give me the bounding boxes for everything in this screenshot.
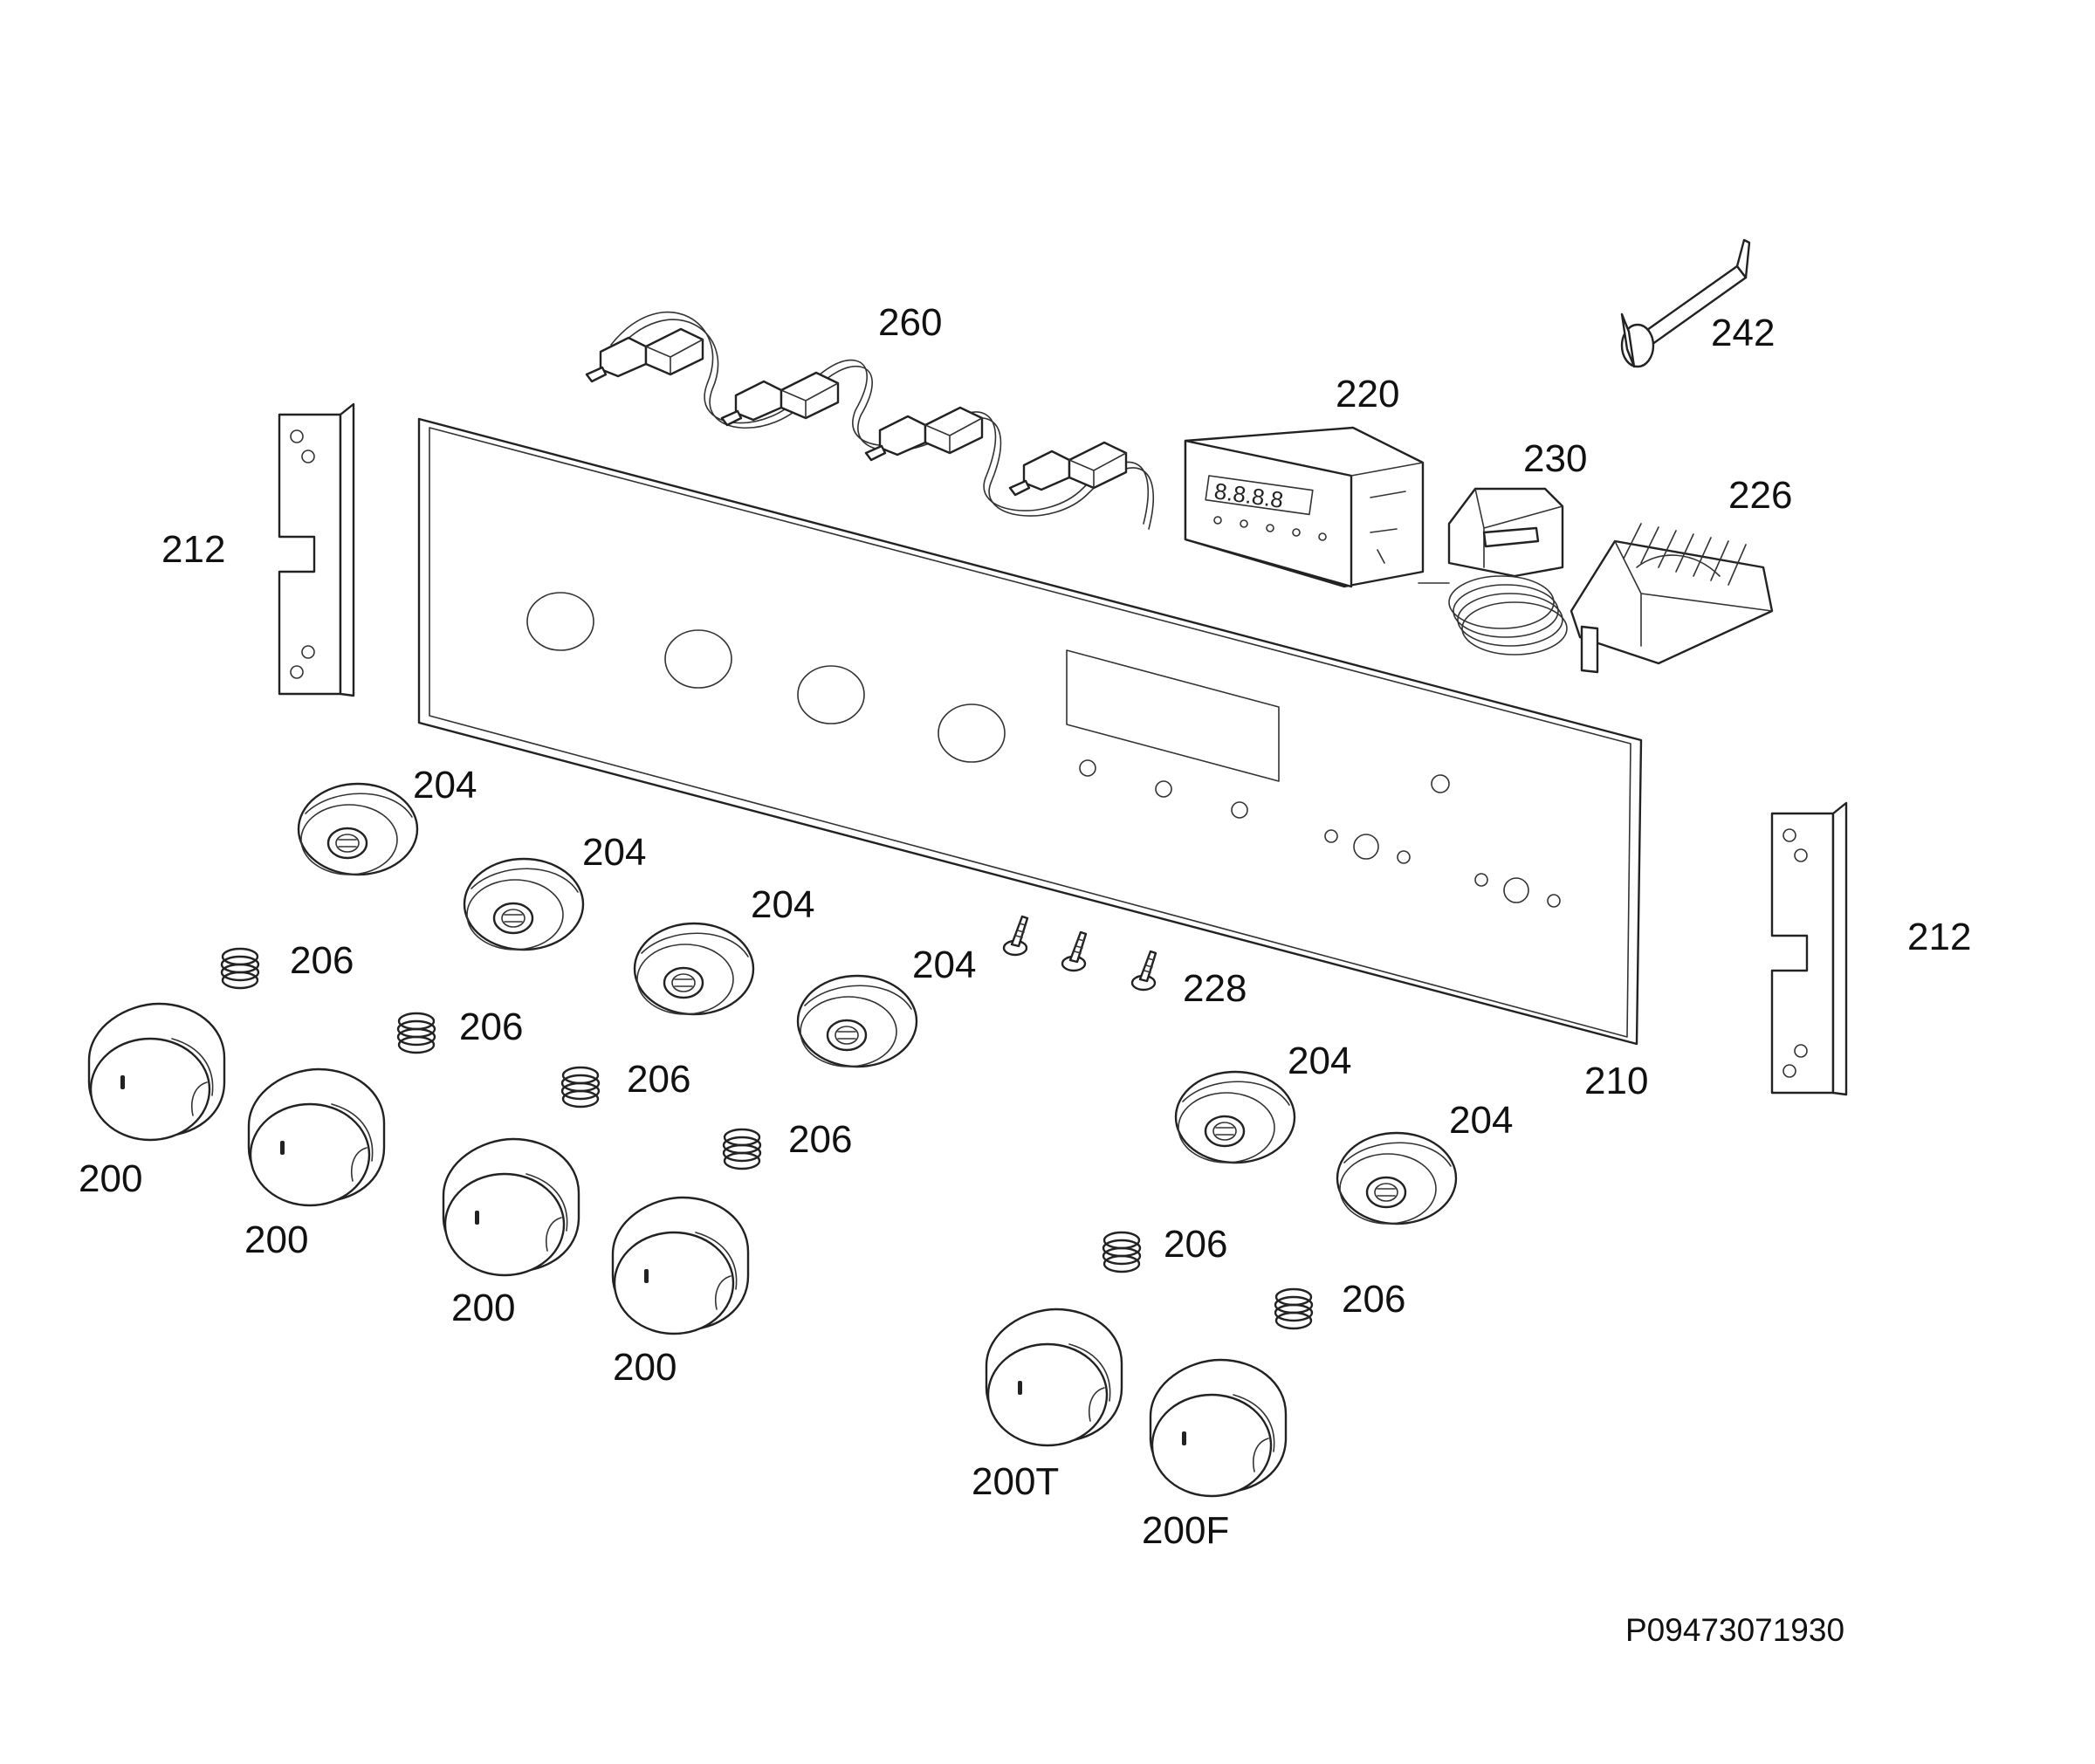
label-260: 260 bbox=[878, 301, 942, 344]
label-206-b: 206 bbox=[459, 1006, 523, 1048]
label-226: 226 bbox=[1728, 474, 1792, 517]
label-206-c: 206 bbox=[627, 1058, 690, 1101]
figure-code: P09473071930 bbox=[1625, 1612, 1844, 1648]
label-206-f: 206 bbox=[1342, 1278, 1405, 1321]
label-200-b: 200 bbox=[244, 1218, 308, 1261]
label-230: 230 bbox=[1523, 437, 1587, 480]
label-204-a: 204 bbox=[413, 764, 477, 806]
label-204-e: 204 bbox=[1288, 1040, 1351, 1082]
label-200-c: 200 bbox=[451, 1287, 515, 1329]
selector-switch-226 bbox=[1570, 523, 1774, 674]
bracket-212-left bbox=[278, 402, 355, 697]
label-206-a: 206 bbox=[290, 939, 354, 982]
label-206-e: 206 bbox=[1164, 1223, 1227, 1266]
bracket-212-right bbox=[1770, 801, 1848, 1096]
label-204-f: 204 bbox=[1449, 1099, 1513, 1142]
label-200F: 200F bbox=[1142, 1509, 1229, 1552]
ignition-part-242 bbox=[1620, 238, 1751, 368]
label-210: 210 bbox=[1584, 1060, 1648, 1102]
control-panel-210 bbox=[417, 417, 1643, 1046]
label-204-b: 204 bbox=[582, 831, 646, 874]
label-204-d: 204 bbox=[912, 944, 976, 986]
label-200-d: 200 bbox=[613, 1346, 677, 1389]
springs-206 bbox=[220, 947, 1314, 1330]
label-200T: 200T bbox=[972, 1460, 1059, 1503]
label-200-a: 200 bbox=[79, 1157, 142, 1200]
label-212-left: 212 bbox=[161, 528, 225, 571]
label-206-d: 206 bbox=[788, 1118, 852, 1161]
label-228: 228 bbox=[1183, 967, 1247, 1010]
label-204-c: 204 bbox=[751, 883, 814, 926]
label-212-right: 212 bbox=[1907, 916, 1971, 958]
label-220: 220 bbox=[1336, 373, 1399, 415]
thermostat-230 bbox=[1418, 487, 1568, 655]
label-242: 242 bbox=[1711, 312, 1775, 354]
display-timer-220: 8.8.8.8 bbox=[1184, 426, 1425, 588]
screws-228 bbox=[1002, 915, 1157, 992]
switch-harness-260 bbox=[585, 311, 1154, 530]
